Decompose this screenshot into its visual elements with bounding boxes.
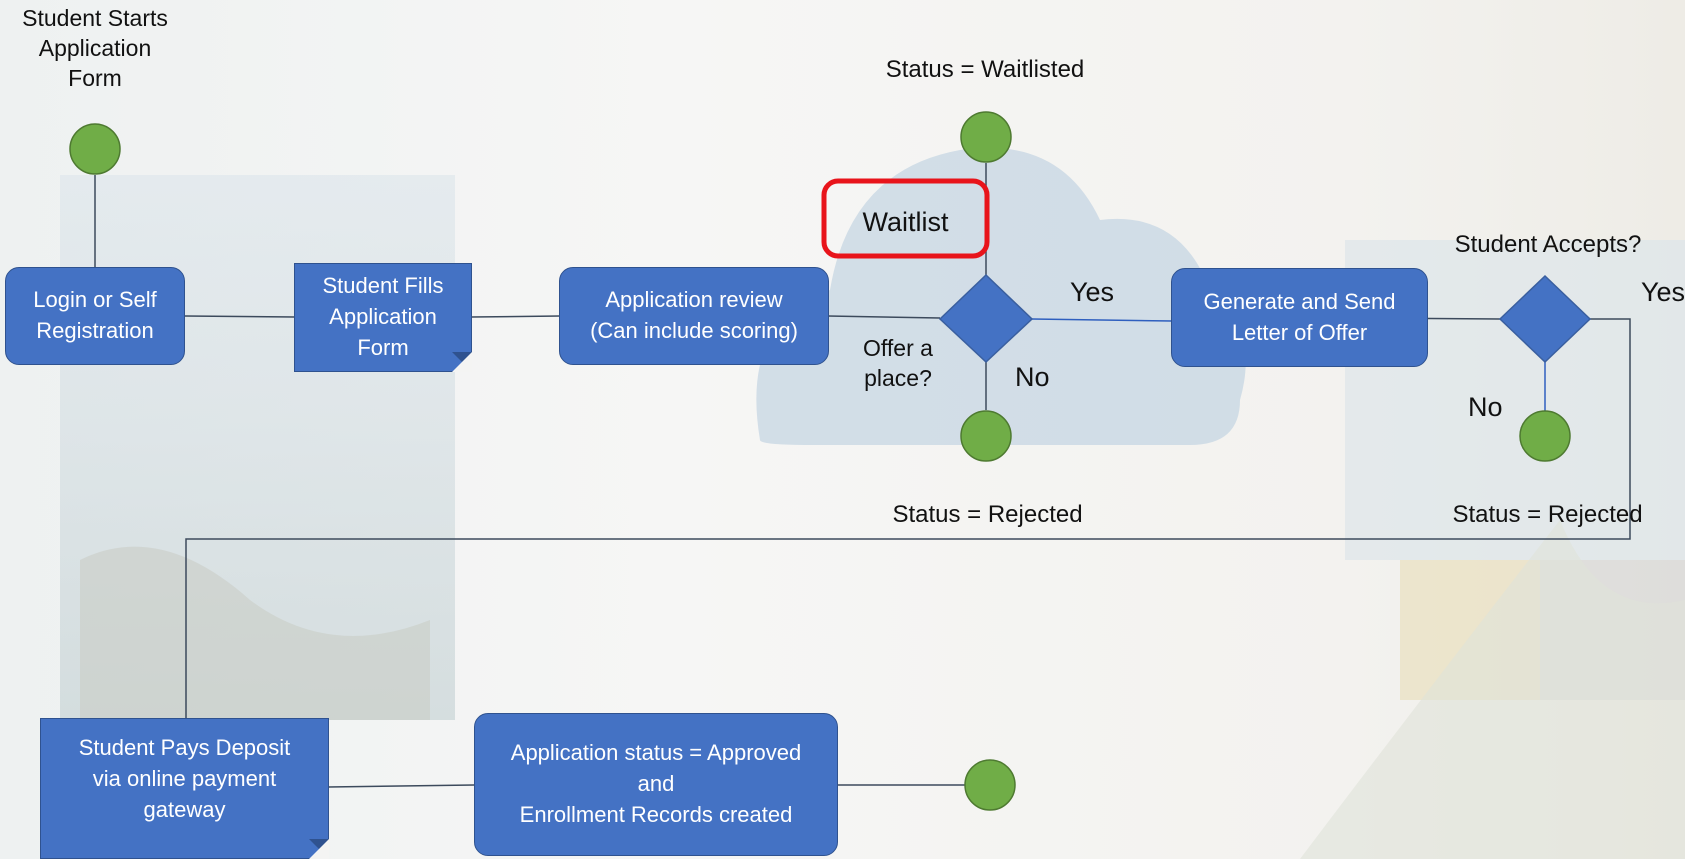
offer-decision-diamond — [938, 273, 1034, 364]
offer-question-label: Offer a place? — [863, 335, 933, 391]
end-circle — [964, 759, 1016, 811]
letter-of-offer-box: Generate and Send Letter of Offer — [1171, 268, 1428, 367]
status-rejected-accept-label: Status = Rejected — [1452, 501, 1643, 528]
connector-accepts-yes-loop — [185, 318, 1631, 718]
offer-yes-label: Yes — [1070, 277, 1115, 307]
connector-fill-review — [470, 315, 561, 318]
start-label: Student Starts Application Form — [22, 5, 168, 91]
connector-review-diamond — [827, 315, 941, 319]
connector-diamond-offer — [1031, 318, 1173, 322]
offer-no-label: No — [1015, 362, 1050, 392]
student-accepts-label: Student Accepts? — [1454, 231, 1642, 258]
accept-decision-diamond — [1498, 274, 1592, 364]
start-circle — [69, 123, 121, 175]
connector-login-fill — [184, 315, 296, 318]
fill-application-form-box: Student Fills Application Form — [294, 263, 472, 372]
accept-no-label: No — [1468, 392, 1503, 422]
status-waitlisted-label: Status = Waitlisted — [885, 56, 1085, 83]
waitlisted-circle — [960, 111, 1012, 163]
approved-enrollment-box: Application status = Approved and Enroll… — [474, 713, 838, 856]
status-rejected-offer-label: Status = Rejected — [892, 501, 1083, 528]
rejected-circle-offer — [960, 410, 1012, 462]
pays-deposit-box: Student Pays Deposit via online payment … — [40, 718, 329, 859]
rejected-circle-accept — [1519, 410, 1571, 462]
login-registration-box: Login or Self Registration — [5, 267, 185, 365]
waitlist-label: Waitlist — [862, 207, 949, 237]
accept-yes-label: Yes — [1640, 277, 1685, 307]
application-review-box: Application review (Can include scoring) — [559, 267, 829, 365]
connector-deposit-approved — [327, 784, 475, 788]
waitlist-highlight — [821, 178, 990, 259]
